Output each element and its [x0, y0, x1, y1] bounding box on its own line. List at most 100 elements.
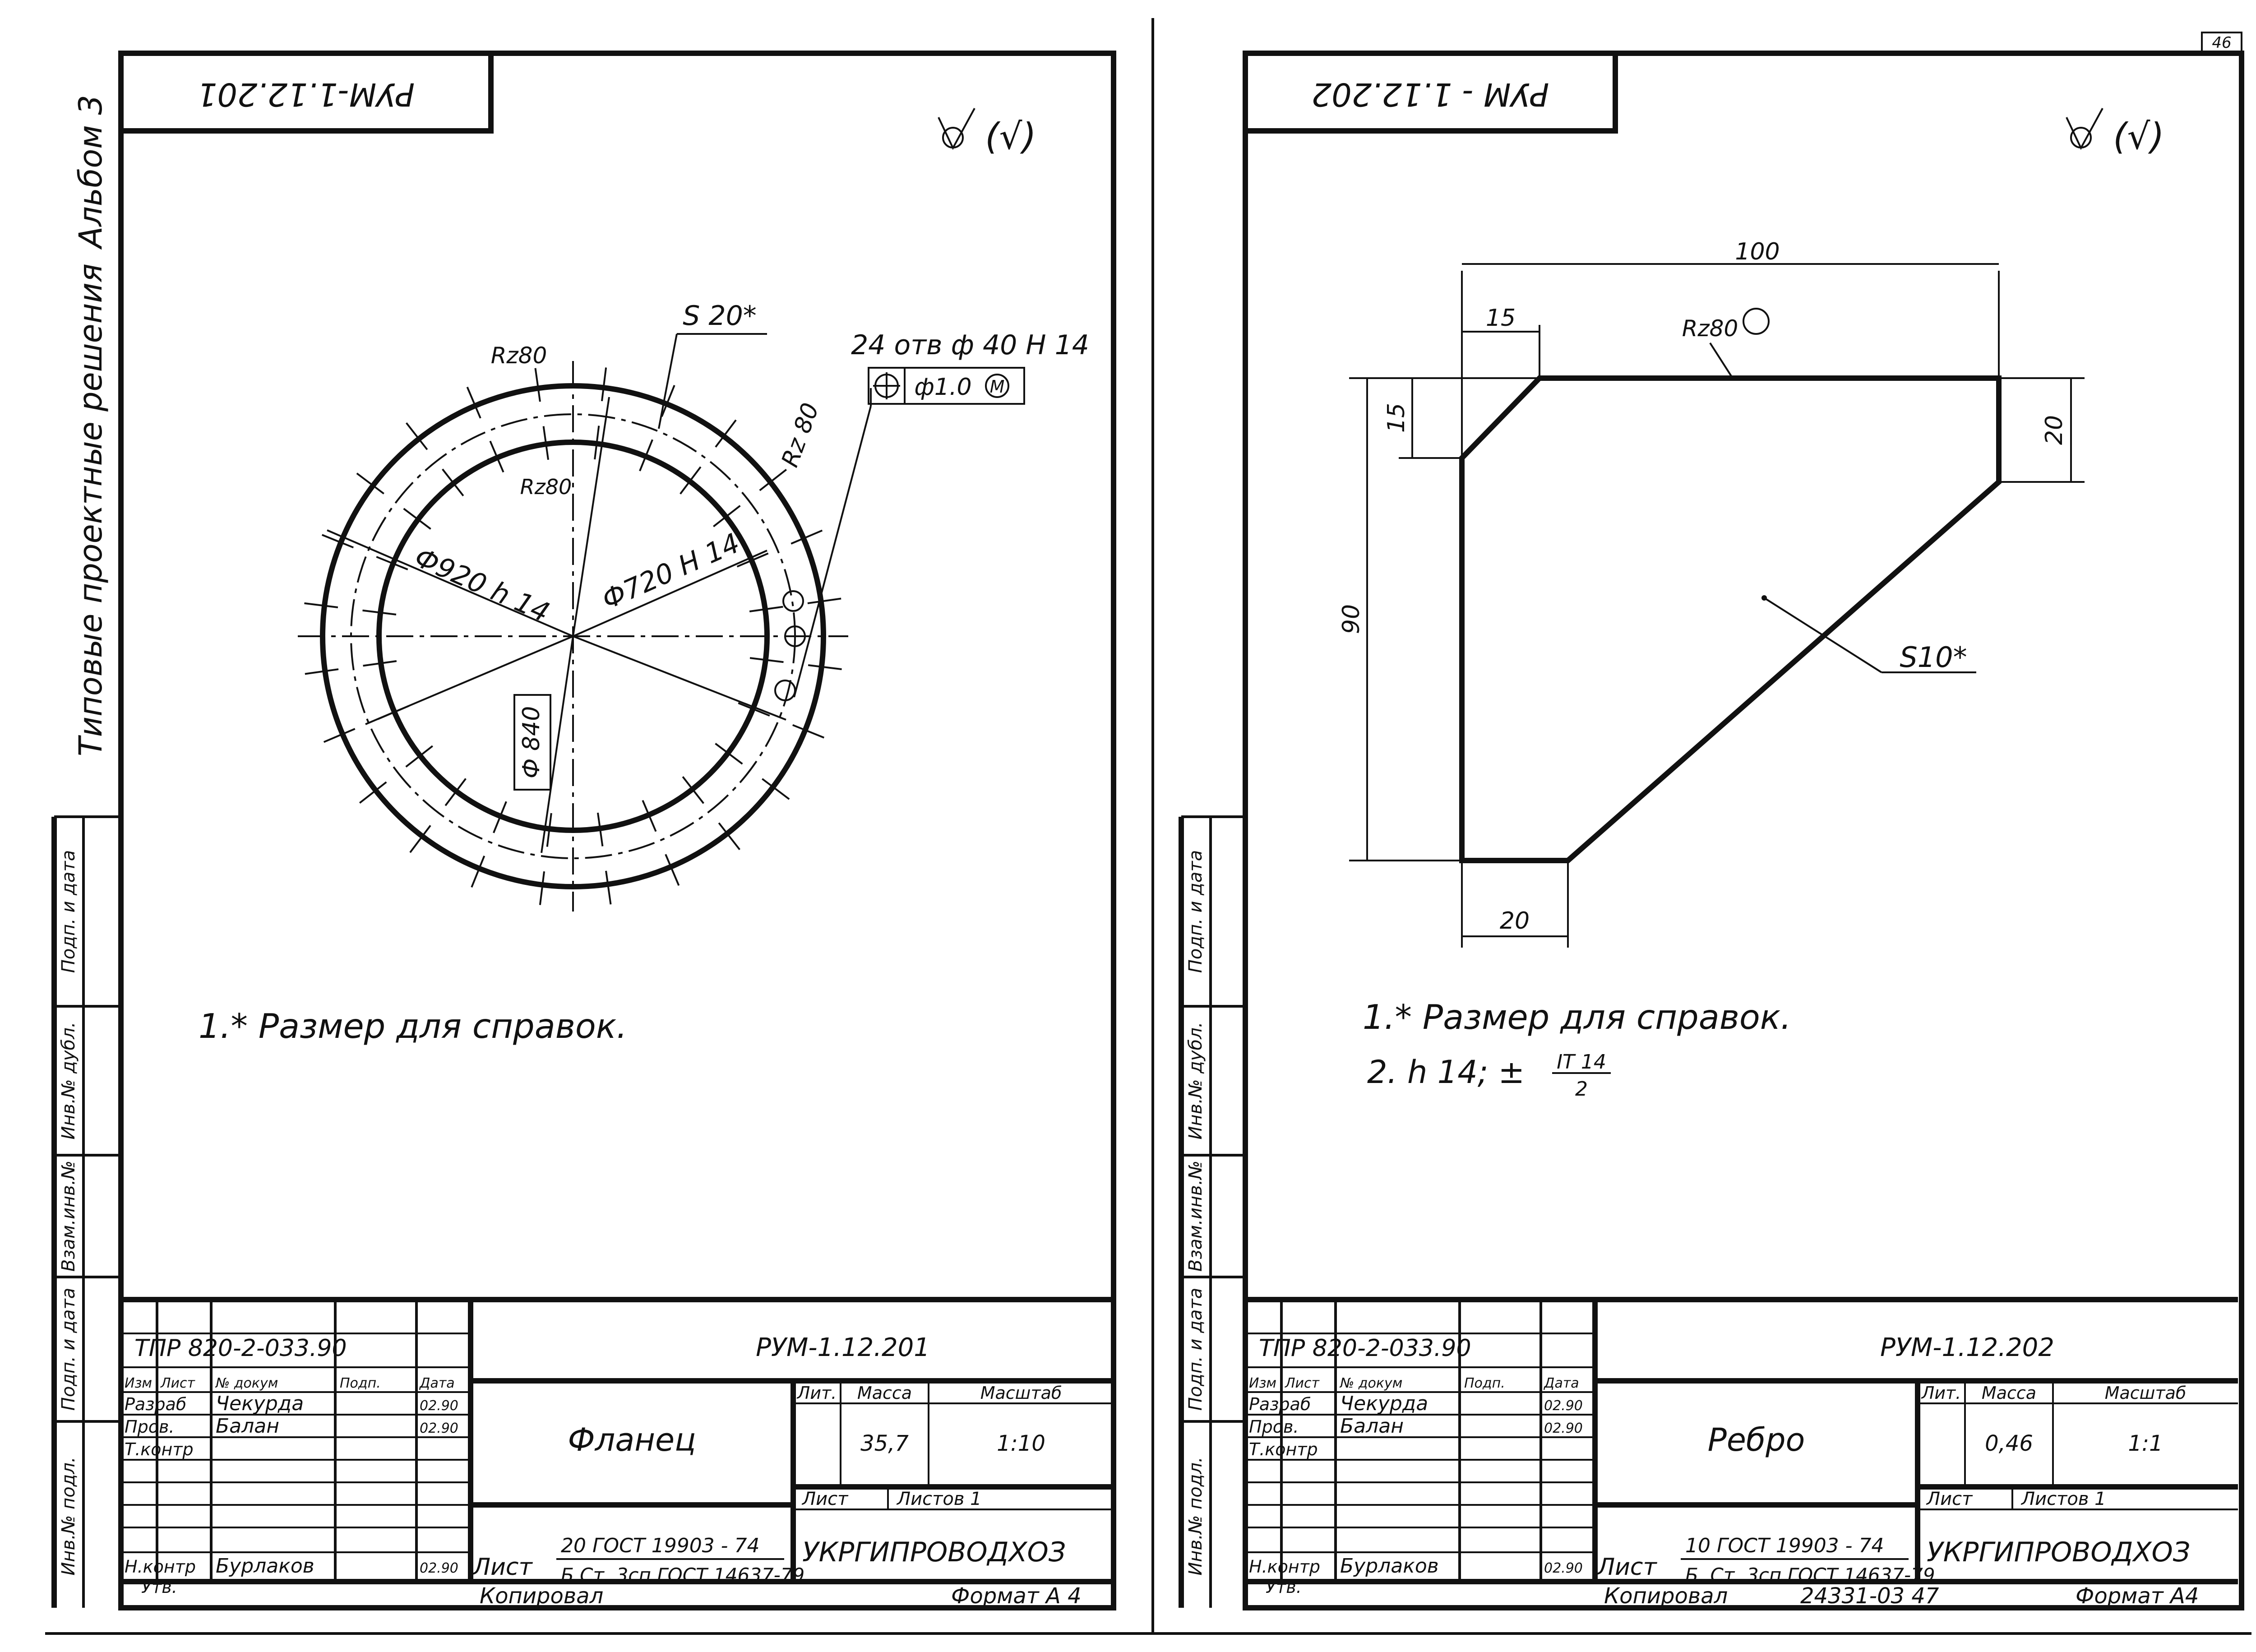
flange-tick: [762, 778, 790, 800]
flange-tick: [736, 552, 769, 568]
tb-h-lit: Лит.: [796, 1383, 837, 1403]
tb-h-masshtab: Масштаб: [2105, 1383, 2187, 1403]
tolerance-frame: [868, 367, 1025, 405]
flange-tick: [594, 426, 600, 460]
right-field-3: Инв.№ дубл.: [1185, 1022, 1206, 1140]
margin-series: Типовые проектные решения: [72, 264, 109, 756]
flange-view: [298, 333, 872, 912]
left-frame: [118, 51, 1116, 1610]
tb-h-list: Лист: [1285, 1375, 1320, 1391]
left-field-0: Инв.№ подл.: [58, 1457, 79, 1575]
tb-date-nkontr: 02.90: [420, 1560, 458, 1576]
page-number-box: [2201, 32, 2242, 54]
tb-h-doc: № докум: [215, 1375, 278, 1391]
flange-tick: [639, 439, 653, 472]
tb-sheets: Листов 1: [2020, 1489, 2106, 1509]
left-field-4: Подп. и дата: [58, 850, 79, 973]
tb-date-razrab: 02.90: [420, 1398, 458, 1414]
tb-sheets: Листов 1: [896, 1489, 982, 1509]
tb-h-izm: Изм: [125, 1375, 152, 1391]
tb-format: Формат А 4: [951, 1583, 1082, 1609]
flange-rz-inner: Rz80: [520, 475, 572, 499]
roughness-sign-right: [2066, 108, 2103, 150]
flange-tick: [749, 657, 784, 663]
flange-tick: [409, 825, 431, 853]
tb-role-razrab: Разраб: [1249, 1394, 1311, 1414]
rib-d15-top: 15: [1486, 305, 1516, 332]
roughness-sign-left: [938, 108, 975, 150]
flange-tick: [642, 800, 657, 832]
flange-tick: [596, 812, 604, 847]
flange-tick: [605, 870, 612, 905]
tb-org: УКРГИПРОВОДХОЗ: [1927, 1536, 2190, 1568]
left-note: 1.* Размер для справок.: [199, 1006, 627, 1046]
tb-role-utv: Утв.: [141, 1577, 177, 1597]
flange-d840: Ф 840: [518, 706, 545, 779]
tb-material-bottom: Б Ст. 3сп ГОСТ 14637-79: [561, 1564, 804, 1586]
right-stamp-box: [1243, 51, 1618, 134]
tb-mass: 0,46: [1985, 1431, 2033, 1456]
flange-tick: [807, 597, 841, 604]
tb-sheet: Лист: [801, 1489, 849, 1509]
rib-d100: 100: [1735, 238, 1780, 265]
tolerance-value: ф1.0: [914, 374, 971, 401]
flange-tick: [359, 781, 387, 804]
right-field-0: Инв.№ подл.: [1185, 1457, 1206, 1575]
tb-code: РУМ-1.12.202: [1880, 1333, 2054, 1362]
left-field-3: Инв.№ дубл.: [58, 1022, 79, 1140]
right-note-1: 1.* Размер для справок.: [1363, 997, 1791, 1037]
tb-copied: Копировал: [1604, 1583, 1728, 1609]
flange-tick: [466, 386, 481, 419]
flange-tick: [682, 776, 704, 804]
tb-name: Фланец: [568, 1421, 696, 1458]
tb-h-data: Дата: [1543, 1375, 1579, 1391]
tb-h-massa: Масса: [1982, 1383, 2036, 1403]
flange-tick: [542, 426, 550, 460]
tb-role-prov: Пров.: [1249, 1417, 1299, 1437]
flange-tick: [304, 602, 338, 609]
tb-name-prov: Балан: [216, 1415, 279, 1438]
flange-tick: [546, 813, 552, 847]
flange-tick: [321, 534, 354, 549]
flange-tick: [356, 472, 384, 495]
left-stamp: РУМ-1.12.201: [197, 76, 415, 113]
rib-s10: S10*: [1900, 641, 1967, 674]
tb-name-razrab: Чекурда: [216, 1392, 304, 1415]
flange-rz-right: Rz 80: [777, 399, 824, 471]
flange-tick: [680, 466, 702, 495]
tb-role-utv: Утв.: [1266, 1577, 1302, 1597]
flange-s20: S 20*: [683, 300, 757, 332]
flange-tick: [406, 422, 428, 450]
right-frame: [1243, 51, 2244, 1610]
flange-rz-top: Rz80: [491, 342, 547, 369]
rib-d20-right: 20: [2041, 415, 2068, 445]
tb-h-data: Дата: [419, 1375, 455, 1391]
right-field-1: Подп. и дата: [1185, 1288, 1206, 1411]
tb-org: УКРГИПРОВОДХОЗ: [802, 1536, 1066, 1568]
tb-project: ТПР 820-2-033.90: [1259, 1335, 1471, 1362]
tolerance-modifier-letter: M: [990, 377, 1005, 397]
flange-tick: [665, 854, 680, 886]
flange-tick: [362, 609, 397, 615]
tb-scale: 1:1: [2128, 1431, 2163, 1456]
flange-tick: [471, 856, 485, 888]
d840-box: [513, 694, 551, 791]
tb-h-doc: № докум: [1339, 1375, 1402, 1391]
tb-material-top: 10 ГОСТ 19903 - 74: [1685, 1534, 1884, 1557]
tb-role-razrab: Разраб: [125, 1394, 186, 1414]
left-field-1: Подп. и дата: [58, 1288, 79, 1411]
right-note-2-num: IT 14: [1557, 1050, 1606, 1074]
tb-format: Формат А4: [2076, 1583, 2199, 1609]
right-field-4: Подп. и дата: [1185, 850, 1206, 973]
tb-h-izm: Изм: [1249, 1375, 1276, 1391]
tb-date-prov: 02.90: [1544, 1421, 1583, 1436]
tb-h-list: Лист: [160, 1375, 196, 1391]
rib-d20-bottom: 20: [1500, 907, 1530, 935]
page-number: 46: [2212, 34, 2231, 52]
left-field-2: Взам.инв.№: [58, 1161, 79, 1272]
tb-h-masshtab: Масштаб: [980, 1383, 1062, 1403]
tb-name-razrab: Чекурда: [1340, 1392, 1428, 1415]
